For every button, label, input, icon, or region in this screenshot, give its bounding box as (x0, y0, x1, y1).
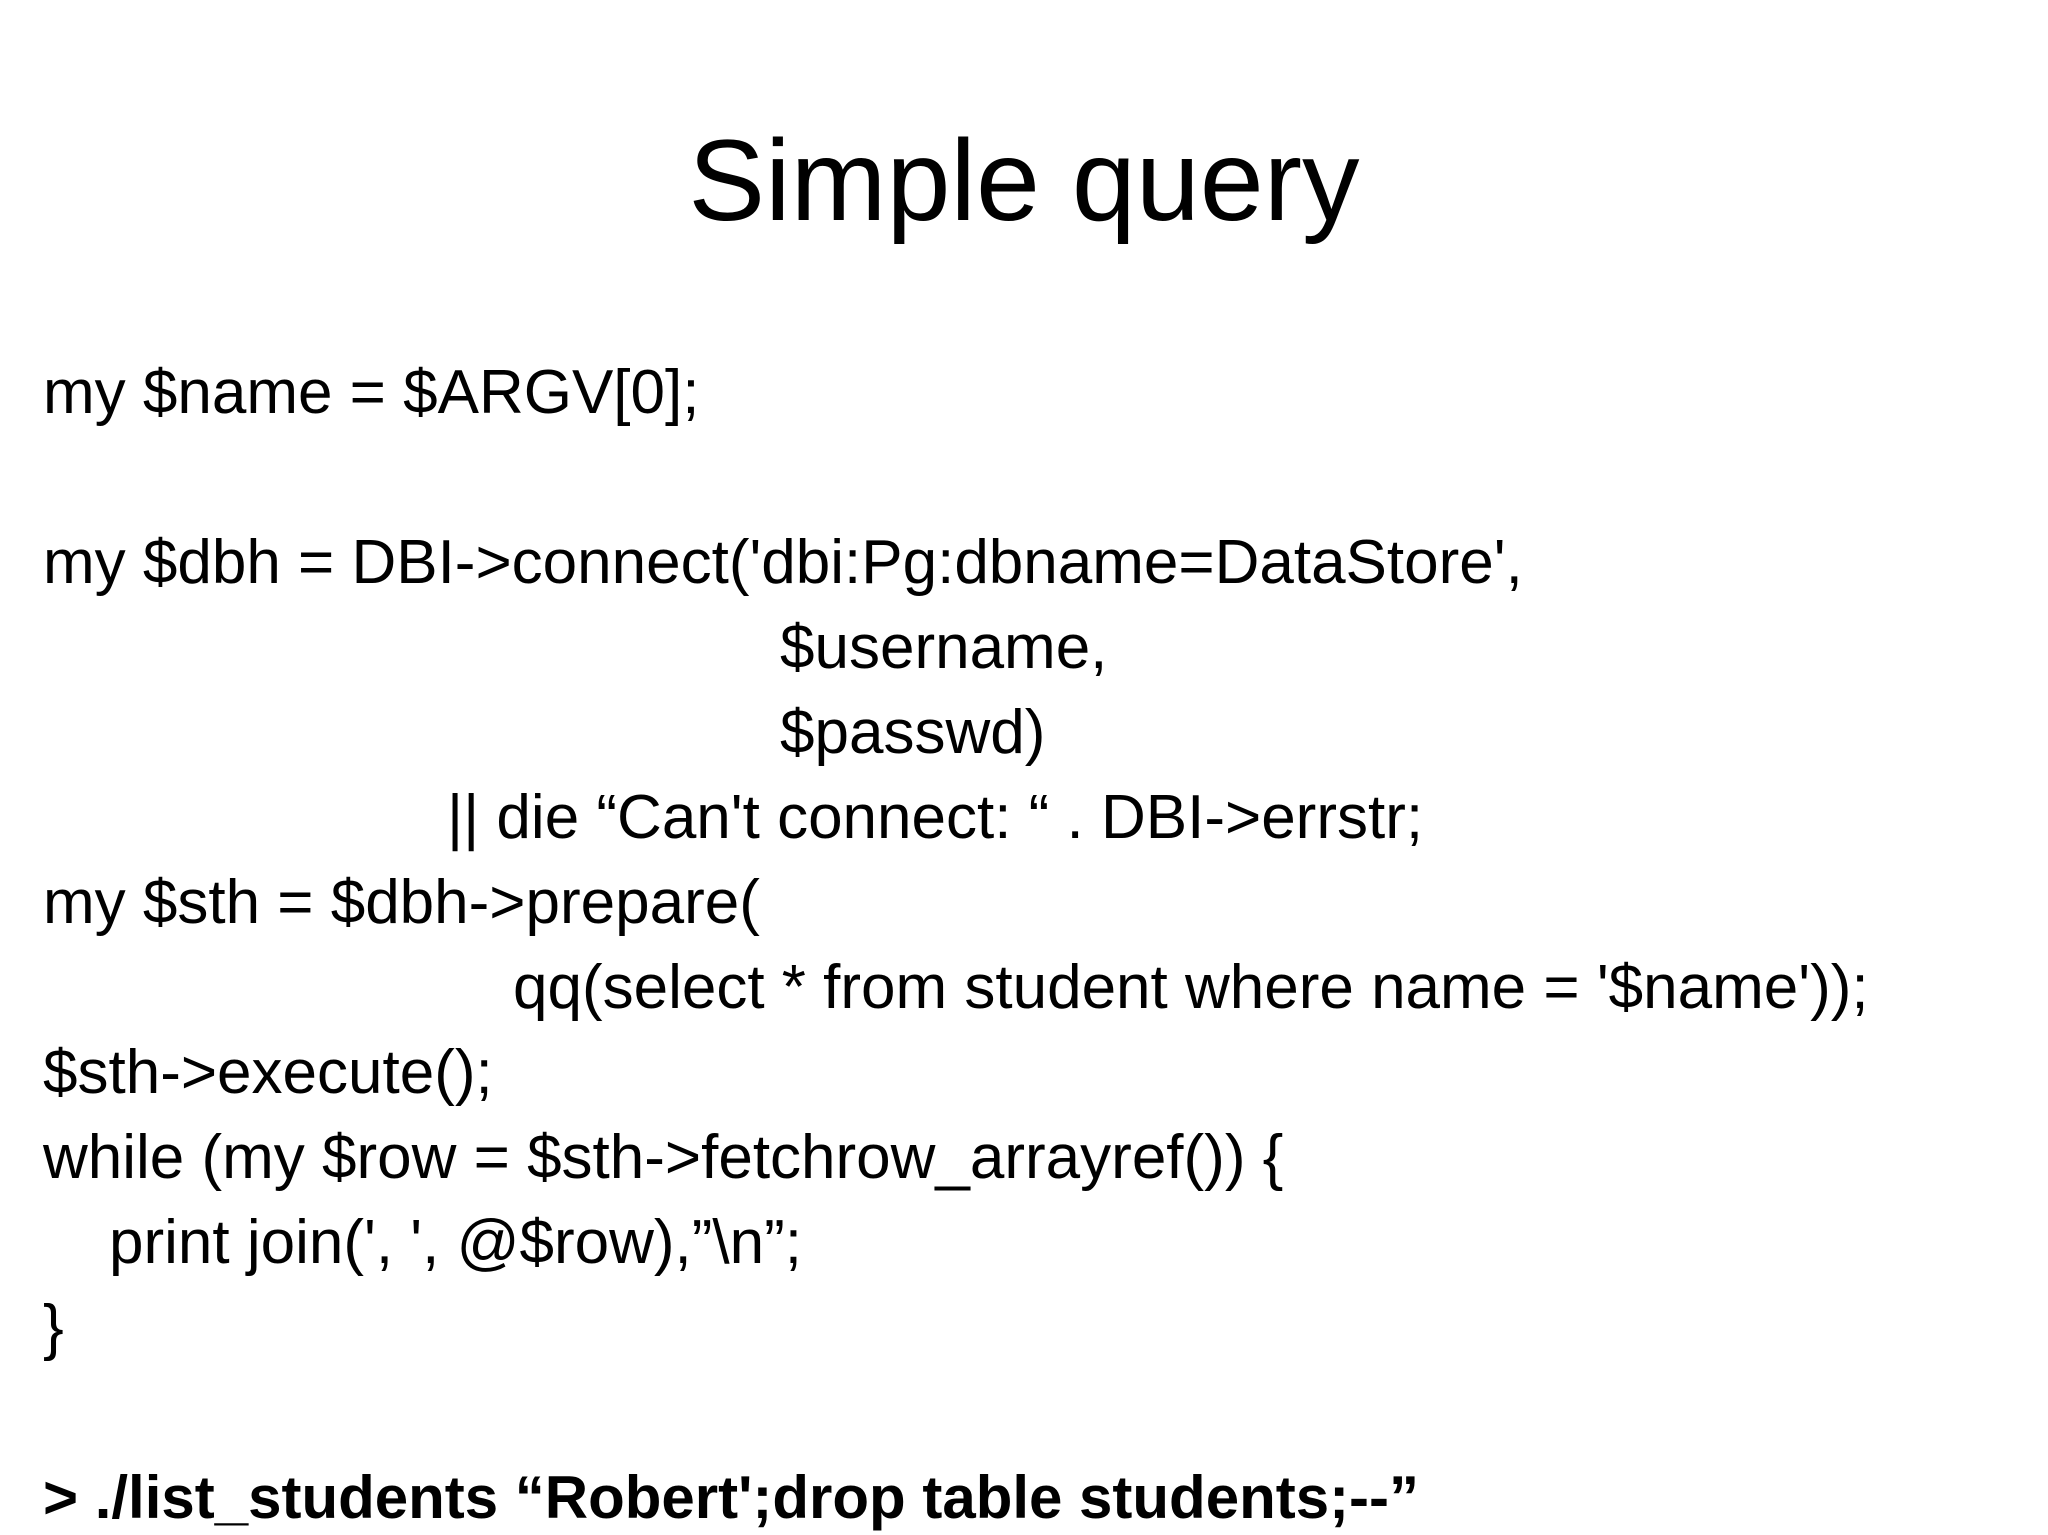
slide-title: Simple query (688, 117, 1360, 245)
shell-command-line: > ./list_students “Robert';drop table st… (43, 1464, 1420, 1531)
code-line: my $dbh = DBI->connect('dbi:Pg:dbname=Da… (43, 528, 1523, 597)
code-block: my $name = $ARGV[0]; my $dbh = DBI->conne… (43, 350, 2028, 1535)
code-line (43, 435, 2028, 520)
code-line: } (43, 1293, 64, 1362)
code-line: qq(select * from student where name = '$… (513, 953, 1869, 1022)
code-line: print join(', ', @$row),”\n”; (109, 1208, 802, 1277)
code-line: while (my $row = $sth->fetchrow_arrayref… (43, 1123, 1284, 1192)
code-line: || die “Can't connect: “ . DBI->errstr; (447, 783, 1424, 852)
code-line: my $sth = $dbh->prepare( (43, 868, 760, 937)
code-line: $username, (780, 613, 1108, 682)
code-line: my $name = $ARGV[0]; (43, 358, 700, 427)
code-line (43, 1370, 2028, 1455)
code-line: $passwd) (780, 698, 1046, 767)
code-line: $sth->execute(); (43, 1038, 493, 1107)
